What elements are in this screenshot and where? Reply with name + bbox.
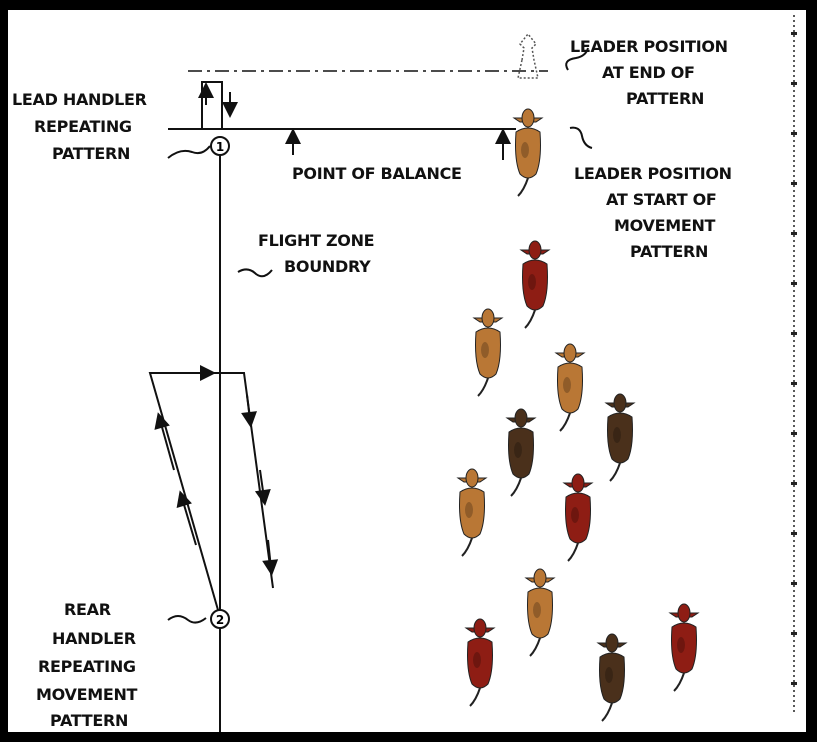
leader-end-label: LEADER POSITION AT END OF PATTERN bbox=[570, 37, 728, 108]
cow bbox=[464, 618, 496, 707]
fence-post bbox=[791, 382, 797, 385]
flight-zone-label: FLIGHT ZONE BOUNDRY bbox=[258, 231, 375, 276]
fence-post bbox=[791, 182, 797, 185]
handler-2-number: 2 bbox=[216, 613, 224, 627]
leader-end-outline bbox=[517, 32, 539, 79]
cow bbox=[512, 108, 544, 197]
leader-end-label-line3: PATTERN bbox=[626, 89, 704, 108]
fence-post bbox=[791, 482, 797, 485]
fence-post bbox=[791, 132, 797, 135]
lead-handler-pattern bbox=[198, 81, 238, 130]
cow bbox=[554, 343, 586, 432]
rear-handler-marker: 2 bbox=[210, 609, 230, 629]
cow bbox=[596, 633, 628, 722]
lead-handler-label-line2: REPEATING bbox=[34, 117, 132, 136]
lead-handler-label: LEAD HANDLER REPEATING PATTERN bbox=[12, 90, 147, 163]
flight-zone-label-line1: FLIGHT ZONE bbox=[258, 231, 374, 250]
leader-end-label-line2: AT END OF bbox=[602, 63, 695, 82]
diagram-canvas: 1 2 LEAD HANDLER REPEATING PATTERN LEADE… bbox=[12, 15, 797, 732]
diagram-frame: 1 2 LEAD HANDLER REPEATING PATTERN LEADE… bbox=[8, 10, 806, 732]
flight-zone-label-line2: BOUNDRY bbox=[284, 257, 371, 276]
fence bbox=[791, 15, 797, 715]
fence-post bbox=[791, 632, 797, 635]
point-of-balance-label: POINT OF BALANCE bbox=[292, 164, 462, 183]
fence-post bbox=[791, 432, 797, 435]
fence-post bbox=[791, 82, 797, 85]
leader-end-label-line1: LEADER POSITION bbox=[570, 37, 728, 56]
cow bbox=[456, 468, 488, 557]
leader-start-label-line2: AT START OF bbox=[606, 190, 717, 209]
fence-post bbox=[791, 282, 797, 285]
rear-handler-pattern bbox=[148, 365, 279, 611]
fence-post bbox=[791, 232, 797, 235]
cow bbox=[505, 408, 537, 497]
cow bbox=[604, 393, 636, 482]
leader-start-label-line3: MOVEMENT bbox=[614, 216, 716, 235]
cow bbox=[472, 308, 504, 397]
fence-post bbox=[791, 332, 797, 335]
annotation-arrows bbox=[167, 47, 593, 624]
leader-start-label-line1: LEADER POSITION bbox=[574, 164, 732, 183]
cow bbox=[519, 240, 551, 329]
leader-start-label: LEADER POSITION AT START OF MOVEMENT PAT… bbox=[574, 164, 732, 261]
lead-handler-marker: 1 bbox=[210, 136, 230, 156]
handler-1-number: 1 bbox=[216, 140, 224, 154]
rear-handler-label-line5: PATTERN bbox=[50, 711, 128, 730]
lead-handler-label-line3: PATTERN bbox=[52, 144, 130, 163]
rear-handler-label-line4: MOVEMENT bbox=[36, 685, 138, 704]
rear-handler-label-line1: REAR bbox=[64, 600, 111, 619]
fence-post bbox=[791, 582, 797, 585]
rear-handler-label: REAR HANDLER REPEATING MOVEMENT PATTERN bbox=[36, 600, 138, 730]
cow bbox=[562, 473, 594, 562]
cattle-herd bbox=[456, 108, 700, 722]
cow bbox=[668, 603, 700, 692]
lead-handler-label-line1: LEAD HANDLER bbox=[12, 90, 147, 109]
cow bbox=[524, 568, 556, 657]
fence-post bbox=[791, 532, 797, 535]
fence-post bbox=[791, 32, 797, 35]
rear-handler-label-line2: HANDLER bbox=[52, 629, 136, 648]
leader-start-label-line4: PATTERN bbox=[630, 242, 708, 261]
fence-post bbox=[791, 682, 797, 685]
rear-handler-label-line3: REPEATING bbox=[38, 657, 136, 676]
